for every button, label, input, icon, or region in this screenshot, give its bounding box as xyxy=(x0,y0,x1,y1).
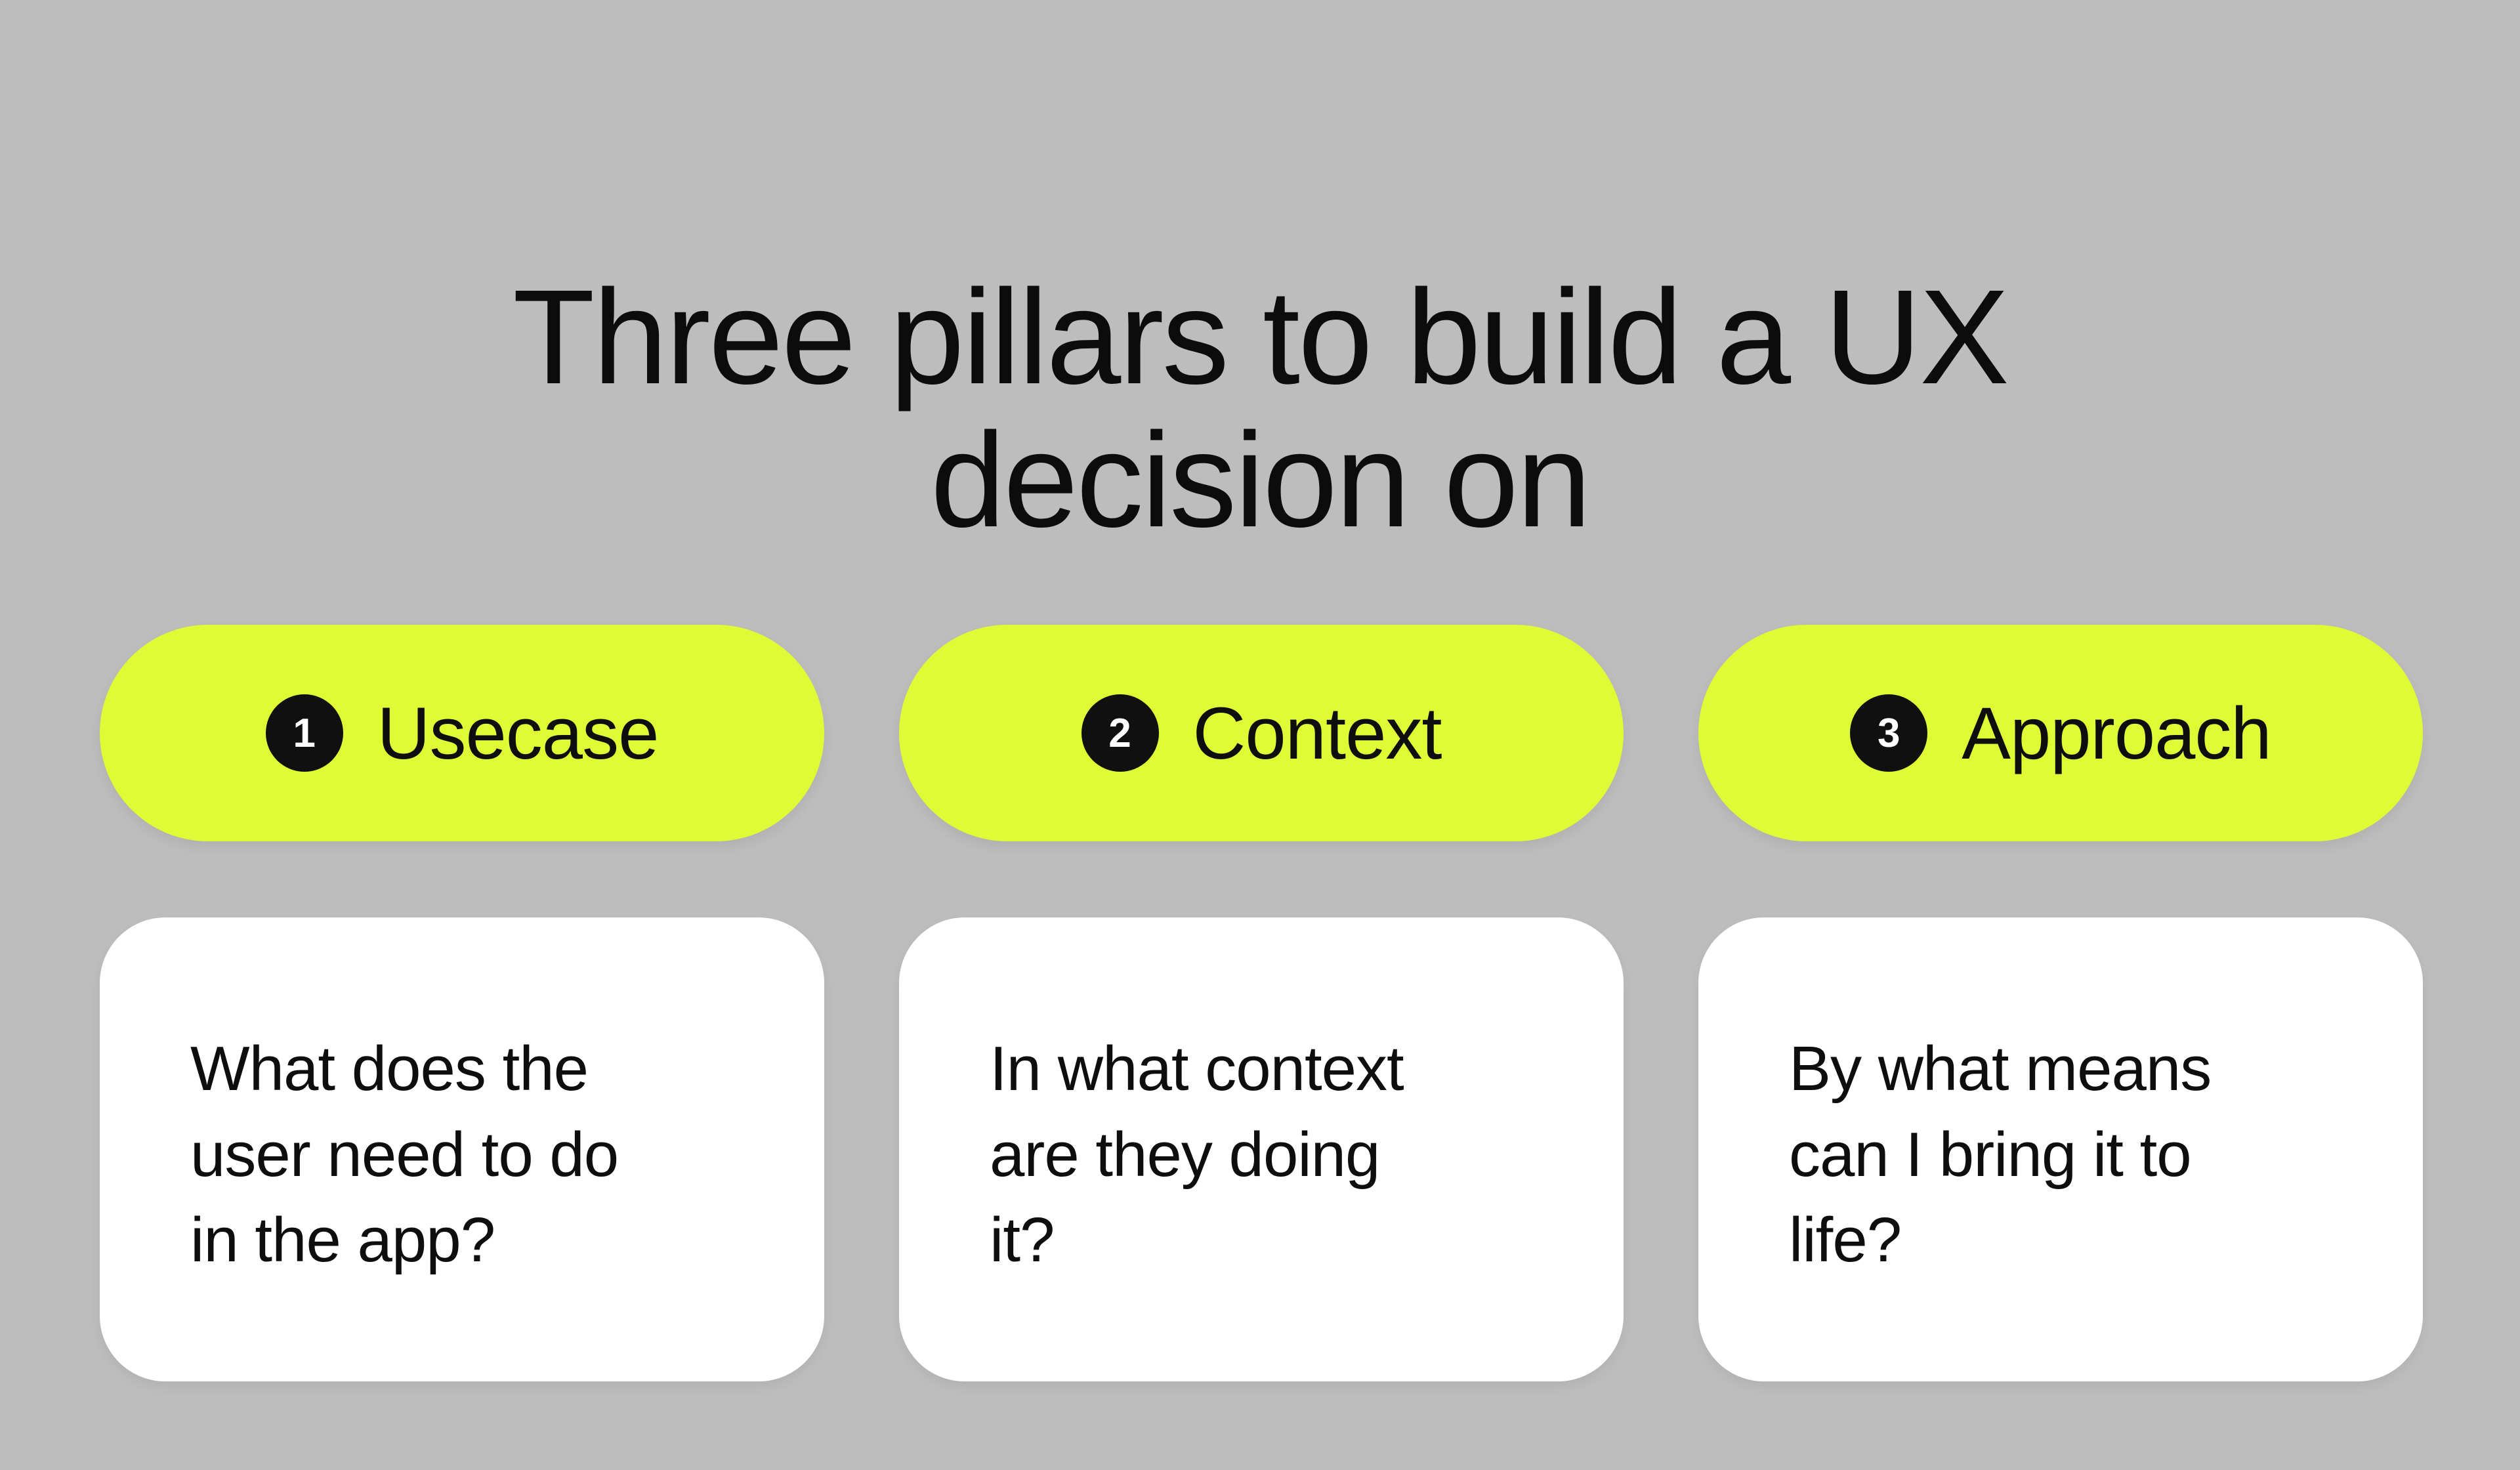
card-question-text: By what means can I bring it to life? xyxy=(1789,1034,2212,1276)
card-question-text: What does the user need to do in the app… xyxy=(190,1034,619,1276)
pill-label: Usecase xyxy=(377,692,660,774)
badge-number: 1 xyxy=(293,710,316,756)
card-context-question: In what context are they doing it? xyxy=(899,917,1624,1381)
number-badge-3: 3 xyxy=(1850,694,1928,772)
pill-usecase: 1 Usecase xyxy=(100,625,824,841)
number-badge-1: 1 xyxy=(265,694,343,772)
number-badge-2: 2 xyxy=(1081,694,1159,772)
pill-approach: 3 Approach xyxy=(1698,625,2423,841)
pill-label: Context xyxy=(1192,692,1442,774)
pill-label: Approach xyxy=(1962,692,2271,774)
pill-context: 2 Context xyxy=(899,625,1624,841)
page-title: Three pillars to build a UX decision on xyxy=(513,262,2009,555)
badge-number: 2 xyxy=(1108,710,1131,756)
pillars-grid: 1 Usecase 2 Context 3 Approach What does… xyxy=(100,625,2423,1381)
badge-number: 3 xyxy=(1878,710,1900,756)
card-question-text: In what context are they doing it? xyxy=(990,1034,1404,1276)
card-usecase-question: What does the user need to do in the app… xyxy=(100,917,824,1381)
card-approach-question: By what means can I bring it to life? xyxy=(1698,917,2423,1381)
